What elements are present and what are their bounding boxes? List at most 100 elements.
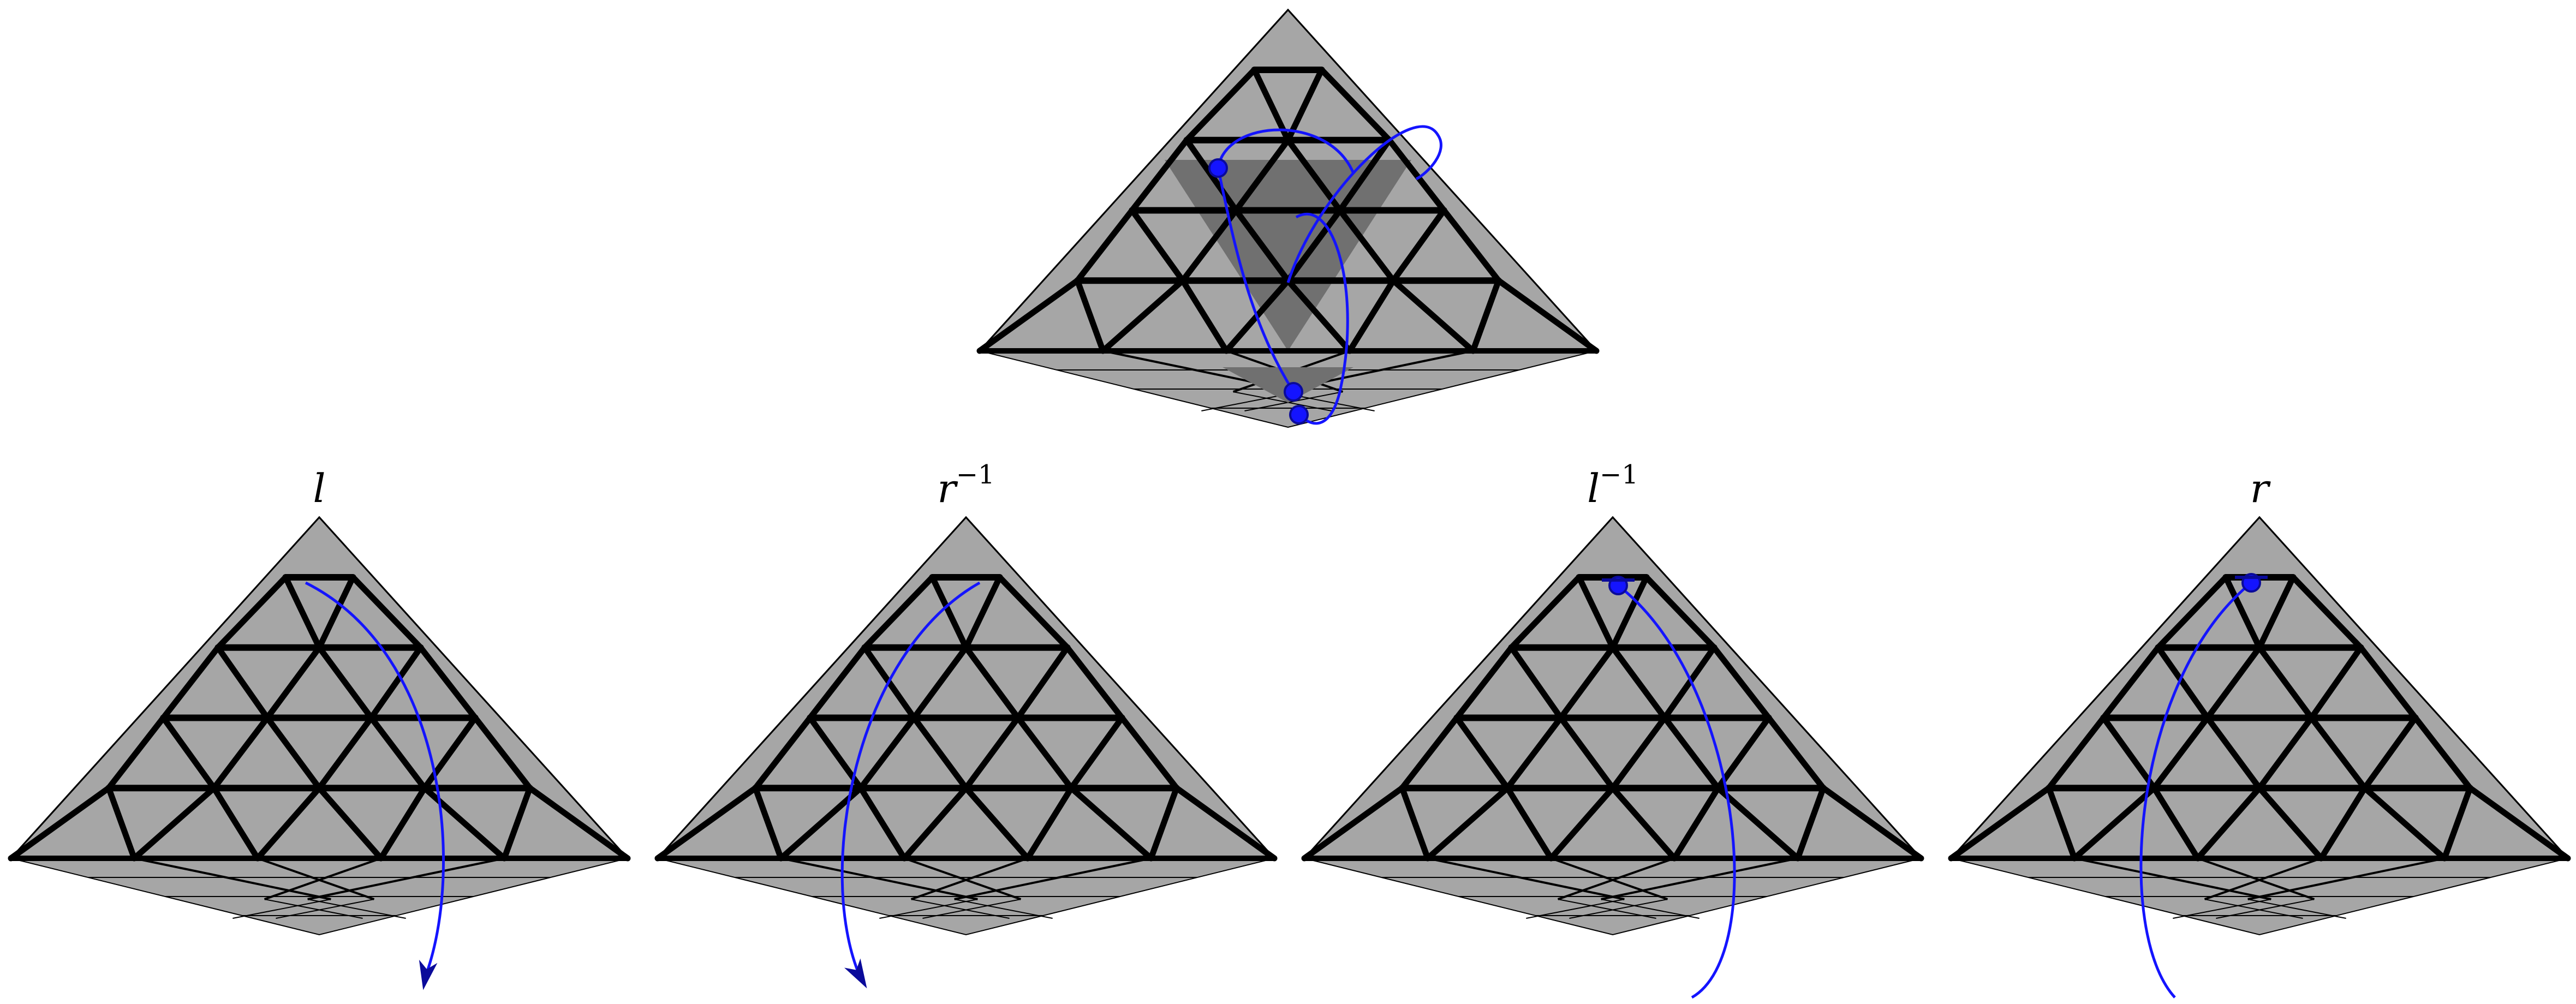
grid-diagonal — [368, 644, 424, 721]
grid-diagonal — [2151, 785, 2201, 862]
bottom-grid-line — [879, 899, 978, 919]
panel-path — [840, 581, 981, 989]
grid-diagonal — [1129, 137, 1190, 213]
grid-diagonal — [778, 785, 864, 862]
grid-diagonal — [1148, 785, 1180, 862]
grid-diagonal — [1346, 277, 1397, 354]
front-face-grid — [1301, 574, 1924, 862]
outline — [1950, 516, 2569, 859]
grid-diagonal — [2256, 715, 2315, 791]
grid-diagonal — [654, 785, 759, 862]
move-label-superscript: −1 — [1600, 459, 1638, 490]
front-face — [9, 516, 630, 859]
bottom-grid-line — [1601, 857, 1798, 900]
move-path — [2139, 582, 2252, 999]
bottom-grid-line — [1233, 391, 1332, 411]
grid-diagonal — [1233, 137, 1291, 213]
grid-diagonal — [2046, 785, 2078, 862]
grid-diagonal — [316, 574, 356, 651]
grid-diagonal — [2046, 715, 2107, 791]
grid-diagonal — [1715, 785, 1801, 862]
grid-diagonal — [160, 715, 217, 791]
panel-path — [2139, 573, 2268, 999]
move-path — [840, 581, 981, 976]
grid-diagonal — [368, 715, 428, 791]
grid-diagonal — [1453, 644, 1514, 721]
grid-diagonal — [1548, 785, 1616, 862]
grid-diagonal — [963, 715, 1021, 791]
bottom-grid-line — [922, 899, 1021, 919]
bottom-grid-line — [1569, 899, 1668, 919]
bottom-face-grid — [735, 857, 1197, 919]
grid-diagonal — [1558, 715, 1616, 791]
grid-diagonal — [1576, 574, 1616, 651]
panel-r-inverse — [654, 516, 1278, 989]
bottom-grid-line — [264, 899, 363, 919]
grid-diagonal — [1074, 207, 1135, 284]
grid-diagonal — [214, 644, 271, 721]
move-label-superscript: −1 — [956, 459, 995, 490]
grid-diagonal — [1766, 715, 1827, 791]
grid-diagonal — [160, 644, 221, 721]
grid-diagonal — [807, 715, 864, 791]
outline — [979, 8, 1597, 352]
bottom-grid-line — [1601, 899, 1700, 919]
grid-diagonal — [752, 715, 813, 791]
grid-diagonal — [1609, 785, 1678, 862]
bottom-grid-line — [2247, 899, 2346, 919]
grid-diagonal — [2308, 644, 2364, 721]
bottom-grid-line — [2173, 899, 2271, 919]
grid-diagonal — [2204, 644, 2263, 721]
grid-diagonal — [1301, 785, 1405, 862]
grid-diagonal — [2318, 785, 2368, 862]
grid-diagonal — [1015, 715, 1075, 791]
outline — [10, 516, 629, 859]
grid-diagonal — [1285, 277, 1353, 354]
bottom-grid-line — [264, 857, 381, 900]
grid-diagonal — [350, 574, 424, 651]
grid-diagonal — [1948, 785, 2052, 862]
path-arrowhead — [419, 959, 438, 990]
path-dot — [1208, 158, 1228, 178]
panel-r — [1948, 516, 2571, 999]
grid-diagonal — [2100, 715, 2157, 791]
grid-diagonal — [2256, 644, 2315, 721]
grid-diagonal — [1609, 644, 1668, 721]
grid-diagonal — [1024, 785, 1075, 862]
move-path — [1617, 584, 1736, 999]
grid-diagonal — [1399, 715, 1460, 791]
bottom-grid-line — [1551, 857, 1668, 900]
grid-diagonal — [1453, 715, 1511, 791]
grid-diagonal — [963, 785, 1031, 862]
grid-diagonal — [1251, 67, 1291, 144]
grid-diagonal — [911, 715, 969, 791]
grid-diagonal — [316, 715, 374, 791]
outline — [1303, 516, 1922, 859]
bottom-grid-line — [954, 857, 1152, 900]
grid-diagonal — [1504, 785, 1554, 862]
outline — [657, 516, 1275, 859]
grid-diagonal — [1609, 574, 1650, 651]
move-label-base: r — [937, 465, 958, 511]
grid-diagonal — [264, 715, 323, 791]
grid-diagonal — [2412, 715, 2473, 791]
grid-diagonal — [214, 574, 289, 651]
top-paths — [1208, 125, 1442, 425]
panel-l-inverse — [1301, 516, 1924, 999]
grid-diagonal — [421, 715, 479, 791]
bottom-grid-line — [257, 857, 375, 900]
grid-diagonal — [1179, 207, 1239, 284]
grid-diagonal — [378, 785, 428, 862]
grid-diagonal — [861, 574, 935, 651]
grid-diagonal — [1074, 277, 1106, 354]
grid-diagonal — [1820, 785, 1924, 862]
grid-diagonal — [976, 277, 1081, 354]
grid-diagonal — [1015, 644, 1071, 721]
grid-diagonal — [1068, 715, 1125, 791]
grid-diagonal — [1386, 137, 1447, 213]
grid-diagonal — [857, 785, 908, 862]
front-face — [655, 516, 1277, 859]
move-label-base: r — [2250, 465, 2271, 511]
grid-diagonal — [316, 785, 384, 862]
